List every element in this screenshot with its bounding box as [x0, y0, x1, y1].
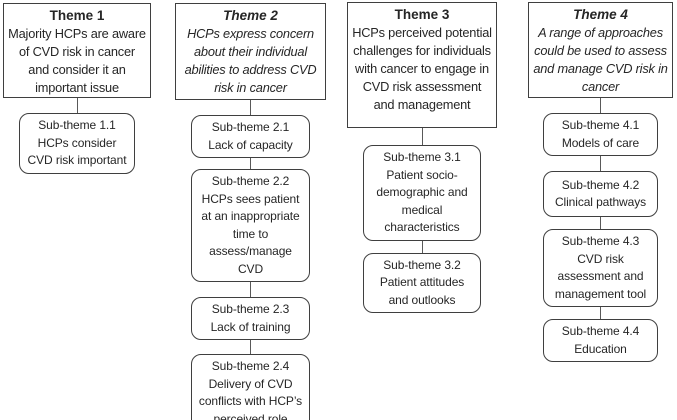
subtheme-2-3-box: Sub-theme 2.3 Lack of training [190, 297, 311, 340]
subtheme-2-1-label: Sub-theme 2.1 [211, 120, 290, 134]
subtheme-3-2-box: Sub-theme 3.2 Patient attitudes and outl… [362, 252, 482, 313]
subtheme-2-3-label: Sub-theme 2.3 [211, 302, 290, 316]
subtheme-2-4-box: Sub-theme 2.4 Delivery of CVD conflicts … [190, 354, 311, 420]
subtheme-2-2-box: Sub-theme 2.2 HCPs sees patient at an in… [190, 169, 311, 282]
theme-column-4: Theme 4 A range of approaches could be u… [528, 2, 673, 362]
theme-4-description: A range of approaches could be used to a… [533, 25, 668, 94]
theme-3-box: Theme 3 HCPs perceived potential challen… [347, 2, 497, 128]
subtheme-4-4-box: Sub-theme 4.4 Education [543, 319, 658, 362]
subtheme-2-4-description: Delivery of CVD conflicts with HCP’s per… [198, 376, 303, 420]
subtheme-1-1-box: Sub-theme 1.1 HCPs consider CVD risk imp… [18, 113, 136, 174]
subtheme-2-4-label: Sub-theme 2.4 [211, 359, 290, 373]
subtheme-2-3-description: Lack of training [210, 319, 291, 334]
theme-2-box: Theme 2 HCPs express concern about their… [175, 3, 326, 100]
connector-line [600, 217, 601, 229]
subtheme-4-3-description: CVD risk assessment and management tool [554, 251, 647, 301]
theme-4-box: Theme 4 A range of approaches could be u… [528, 2, 673, 98]
subtheme-2-2-description: HCPs sees patient at an inappropriate ti… [201, 191, 300, 276]
subtheme-3-1-description: Patient socio-demographic and medical ch… [376, 167, 468, 235]
connector-line [250, 340, 251, 354]
subtheme-3-2-description: Patient attitudes and outlooks [379, 275, 465, 307]
theme-1-description: Majority HCPs are aware of CVD risk in c… [8, 26, 146, 95]
theme-4-title: Theme 4 [573, 7, 628, 22]
connector-line [600, 98, 601, 113]
subtheme-2-2-label: Sub-theme 2.2 [211, 174, 290, 188]
subtheme-4-1-box: Sub-theme 4.1 Models of care [543, 113, 658, 156]
subtheme-2-1-box: Sub-theme 2.1 Lack of capacity [190, 115, 311, 158]
theme-3-title: Theme 3 [394, 7, 450, 22]
theme-column-2: Theme 2 HCPs express concern about their… [175, 3, 326, 420]
subtheme-4-3-label: Sub-theme 4.3 [561, 234, 640, 248]
theme-3-description: HCPs perceived potential challenges for … [352, 25, 492, 112]
theme-1-box: Theme 1 Majority HCPs are aware of CVD r… [3, 3, 151, 98]
subtheme-4-2-description: Clinical pathways [554, 195, 646, 209]
subtheme-1-1-label: Sub-theme 1.1 [38, 118, 116, 132]
subtheme-4-2-label: Sub-theme 4.2 [561, 177, 640, 192]
subtheme-4-2-box: Sub-theme 4.2 Clinical pathways [543, 171, 658, 217]
theme-2-title: Theme 2 [223, 8, 278, 23]
subtheme-3-1-label: Sub-theme 3.1 [383, 150, 461, 164]
theme-1-title: Theme 1 [49, 8, 105, 23]
connector-line [76, 98, 78, 113]
subtheme-1-1-description: HCPs consider CVD risk important [27, 135, 127, 168]
connector-line [600, 156, 601, 171]
connector-line [250, 158, 251, 169]
connector-line [421, 240, 423, 253]
theme-column-3: Theme 3 HCPs perceived potential challen… [347, 2, 497, 313]
subtheme-2-1-description: Lack of capacity [208, 137, 293, 152]
subtheme-4-1-label: Sub-theme 4.1 [561, 118, 640, 132]
connector-line [250, 100, 251, 115]
connector-line [600, 307, 601, 319]
subtheme-3-2-label: Sub-theme 3.2 [383, 257, 461, 272]
subtheme-3-1-box: Sub-theme 3.1 Patient socio-demographic … [362, 145, 482, 241]
subtheme-4-4-label: Sub-theme 4.4 [561, 324, 640, 338]
subtheme-4-4-description: Education [574, 341, 627, 356]
subtheme-4-1-description: Models of care [561, 135, 640, 150]
theme-column-1: Theme 1 Majority HCPs are aware of CVD r… [3, 3, 151, 174]
theme-2-description: HCPs express concern about their individ… [184, 26, 317, 95]
connector-line [250, 282, 251, 297]
subtheme-4-3-box: Sub-theme 4.3 CVD risk assessment and ma… [543, 229, 658, 307]
connector-line [421, 128, 423, 145]
